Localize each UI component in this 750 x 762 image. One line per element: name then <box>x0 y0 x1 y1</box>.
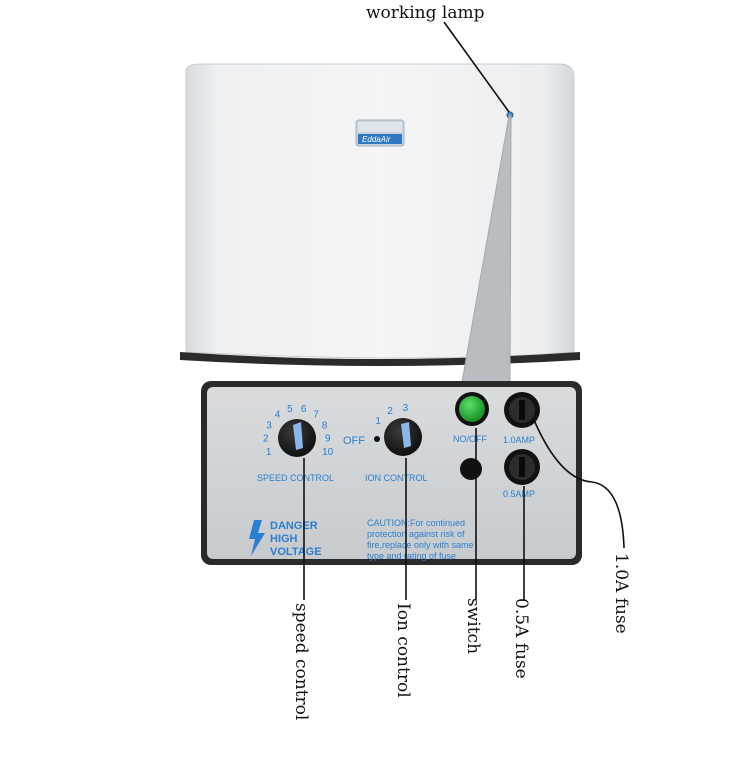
eddaair-logo: EddaAir <box>355 119 405 147</box>
speed-scale-number-3: 3 <box>266 420 272 431</box>
fuse-1a-holder[interactable] <box>504 392 540 428</box>
speed-scale-number-7: 7 <box>313 410 319 421</box>
speed-control-label: SPEED CONTROL <box>257 473 334 483</box>
fuse-bottom-label: 0.5AMP <box>503 489 535 499</box>
caution-line-3: fire,replace only with same <box>367 540 474 550</box>
switch-hole <box>460 458 482 480</box>
leader-lines <box>303 21 625 600</box>
danger-line-2: HIGH <box>270 533 298 545</box>
speed-scale-number-1: 1 <box>266 447 272 458</box>
speed-scale-number-10: 10 <box>322 447 334 458</box>
ion-scale-number-2: 2 <box>387 406 393 417</box>
ion-off-label: OFF <box>343 435 365 447</box>
leader-fuse-10 <box>533 419 625 549</box>
speed-scale-number-6: 6 <box>301 404 307 415</box>
ion-off-dot <box>374 436 380 442</box>
ion-control-label: ION CONTROL <box>365 473 428 483</box>
leader-working-lamp <box>443 21 510 113</box>
callout-ion-control: Ion control <box>393 603 413 698</box>
speed-scale-number-9: 9 <box>325 434 331 445</box>
callout-speed-control: speed control <box>291 603 311 720</box>
speed-scale-number-4: 4 <box>275 410 281 421</box>
caution-line-2: protection against risk of <box>367 529 465 539</box>
speed-scale-number-8: 8 <box>322 420 328 431</box>
callout-working-lamp: working lamp <box>366 3 485 23</box>
speed-knob[interactable] <box>278 419 316 457</box>
fuse-top-label: 1.0AMP <box>503 435 535 445</box>
lightning-icon <box>249 520 265 556</box>
ion-knob[interactable] <box>384 418 422 456</box>
unit-housing <box>180 63 580 366</box>
power-switch[interactable] <box>455 392 489 426</box>
logo-text: EddaAir <box>362 135 391 144</box>
callout-fuse-05: 0.5A fuse <box>511 598 531 679</box>
danger-line-1: DANGER <box>270 520 318 532</box>
danger-line-3: VOLTAGE <box>270 546 322 558</box>
callout-switch: switch <box>463 598 483 654</box>
ion-scale-number-3: 3 <box>403 403 409 414</box>
ion-scale-number-1: 1 <box>375 416 381 427</box>
fuse-05a-holder[interactable] <box>504 449 540 485</box>
callout-fuse-10: 1.0A fuse <box>611 553 631 634</box>
speed-scale-number-2: 2 <box>263 434 269 445</box>
speed-scale-number-5: 5 <box>287 404 293 415</box>
switch-label: NO/OFF <box>453 434 487 444</box>
caution-line-1: CAUTION:For continued <box>367 518 465 528</box>
caution-line-4: type and rating of fuse <box>367 551 456 561</box>
